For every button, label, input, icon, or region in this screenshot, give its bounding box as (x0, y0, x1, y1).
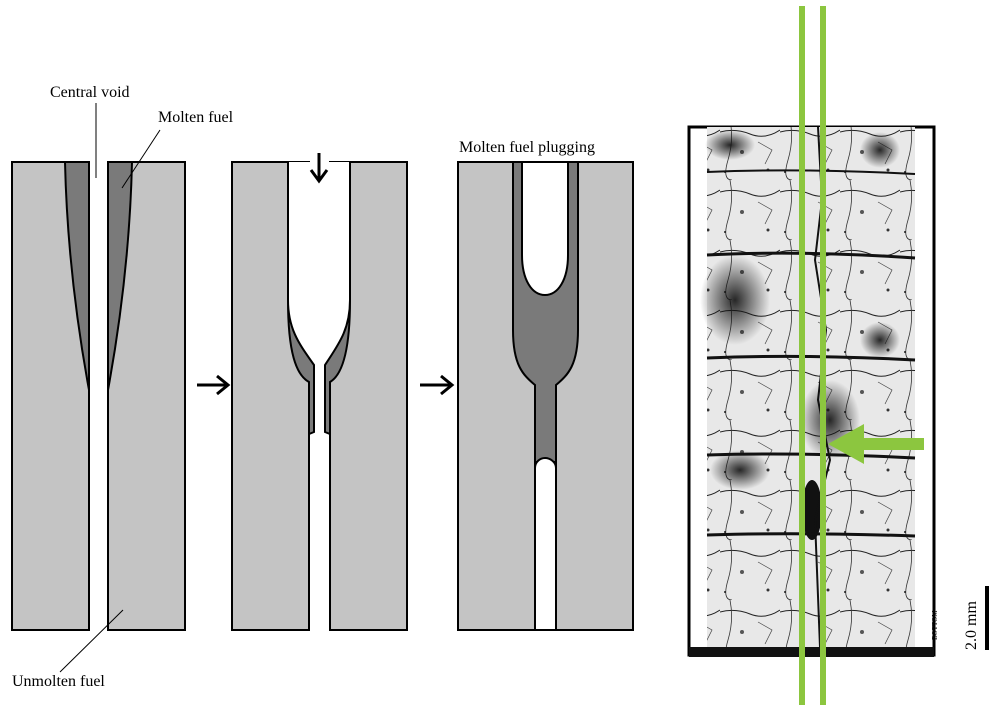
arrow-right-icon (197, 376, 228, 394)
arrow-right-icon (420, 376, 452, 394)
panel-1-initial-melting (12, 162, 185, 630)
micrograph-pellet-stack (707, 127, 915, 647)
micrograph: BOTTOM (689, 127, 939, 657)
panel-3-plugging (458, 162, 633, 630)
label-central-void: Central void (50, 84, 130, 101)
label-molten-fuel-plugging: Molten fuel plugging (459, 139, 595, 156)
label-molten-fuel: Molten fuel (158, 109, 234, 126)
micrograph-bottom-plate (689, 647, 934, 657)
label-bottom: BOTTOM (931, 610, 939, 640)
central-void-3 (522, 162, 568, 295)
label-unmolten-fuel: Unmolten fuel (12, 673, 105, 690)
scale-bar-label: 2.0 mm (963, 601, 980, 650)
lower-void-3 (535, 458, 556, 630)
scale-bar: 2.0 mm (963, 586, 987, 650)
panel-2-molten-flow (232, 162, 407, 630)
